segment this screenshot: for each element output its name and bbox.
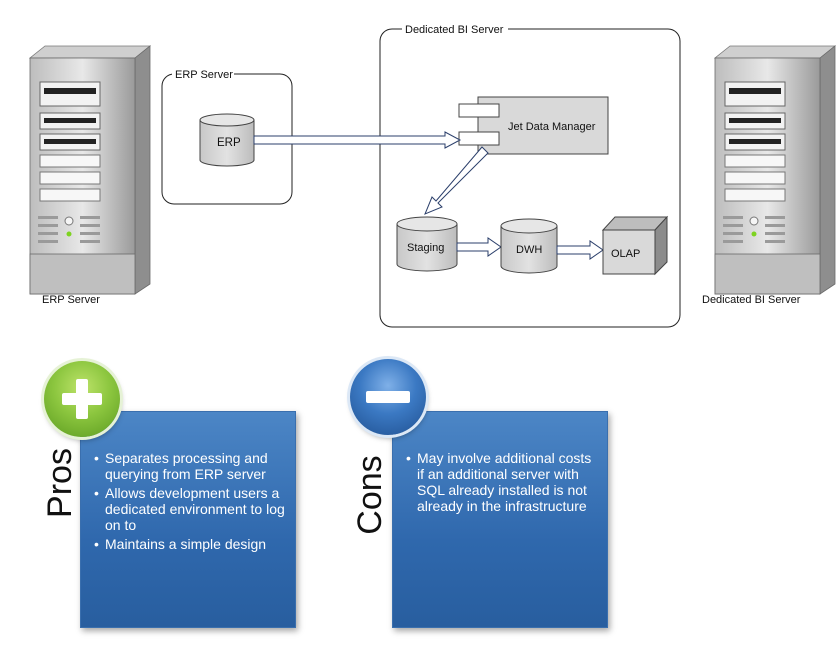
bi-server-tower-icon (714, 45, 836, 295)
olap-cube-icon (601, 215, 669, 276)
erp-db-label: ERP (217, 137, 241, 149)
pros-heading: Pros (41, 448, 79, 518)
cons-item: May involve additional costs if an addit… (406, 450, 595, 514)
cons-heading: Cons (351, 455, 389, 535)
staging-to-dwh-arrow (456, 237, 502, 257)
minus-icon (350, 359, 426, 435)
cons-panel: May involve additional costs if an addit… (392, 411, 608, 628)
jet-to-staging-arrow (424, 146, 489, 215)
pros-list: Separates processing and querying from E… (81, 412, 295, 552)
staging-label: Staging (407, 242, 444, 254)
dwh-label: DWH (516, 244, 542, 256)
olap-label: OLAP (611, 248, 640, 260)
erp-group-title: ERP Server (175, 69, 233, 81)
dwh-to-olap-arrow (556, 240, 604, 260)
jet-data-manager-label: Jet Data Manager (508, 121, 596, 133)
cons-list: May involve additional costs if an addit… (393, 412, 607, 514)
pros-item: Allows development users a dedicated env… (94, 485, 289, 533)
dwh-database-icon (500, 218, 558, 274)
pros-item: Maintains a simple design (94, 536, 289, 552)
plus-icon (44, 361, 120, 437)
jet-data-manager-component (458, 96, 609, 155)
erp-server-caption: ERP Server (42, 294, 100, 306)
erp-to-jet-arrow (253, 131, 462, 149)
staging-database-icon (396, 216, 458, 272)
bi-server-group (379, 28, 681, 328)
pros-panel: Separates processing and querying from E… (80, 411, 296, 628)
erp-server-tower-icon (29, 45, 151, 295)
erp-database-icon (199, 113, 255, 167)
bi-server-caption: Dedicated BI Server (702, 294, 801, 306)
bi-group-title: Dedicated BI Server (405, 24, 504, 36)
pros-item: Separates processing and querying from E… (94, 450, 289, 482)
